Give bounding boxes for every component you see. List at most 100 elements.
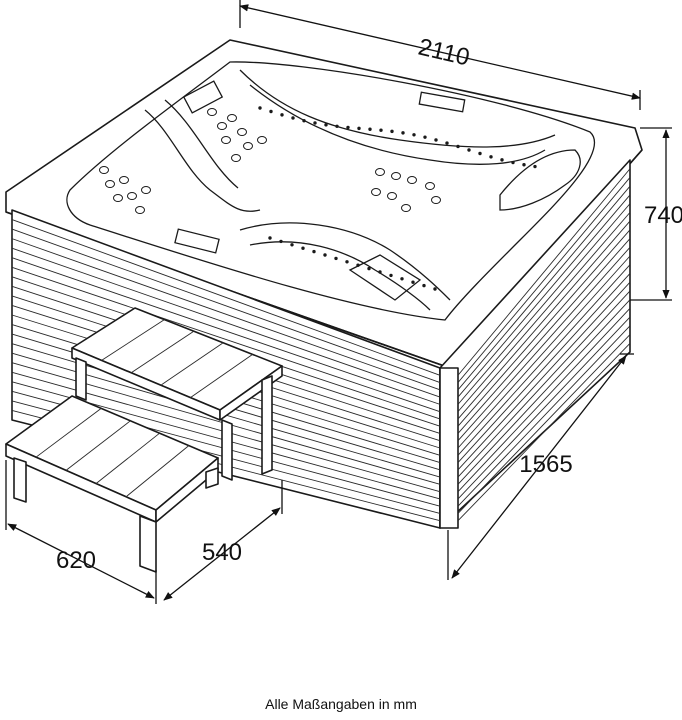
air-jet-dot — [433, 287, 437, 291]
air-jet-dot — [456, 144, 460, 149]
air-jet-dot — [280, 113, 284, 117]
air-jet-dot — [478, 151, 482, 156]
air-jet-dot — [445, 141, 449, 145]
jet-nozzle — [237, 128, 247, 136]
air-jet-dot — [368, 127, 372, 131]
upper-leg-front-left — [75, 357, 87, 401]
front-slat-line — [11, 257, 441, 405]
air-jet-dot — [291, 116, 295, 120]
depth-dimension-line — [451, 355, 627, 579]
air-jet-dot — [258, 106, 262, 110]
upper-leg-back-right — [261, 375, 273, 475]
air-jet-dot — [400, 277, 404, 281]
air-jet-dot — [345, 260, 349, 264]
front-slat-line — [11, 228, 441, 383]
air-jet-dot — [401, 131, 405, 135]
units-note: Alle Maßangaben in mm — [265, 696, 417, 712]
air-jet-dot — [511, 160, 515, 165]
basin-outline — [66, 61, 596, 321]
front-slat-line — [11, 219, 441, 376]
jet-nozzle — [217, 122, 227, 130]
jet-nozzle — [231, 154, 241, 162]
air-jet-dot — [412, 133, 416, 137]
jet-nozzle — [391, 172, 401, 180]
headrest-pillow — [182, 80, 224, 114]
air-jet-dot — [434, 138, 438, 142]
air-jet-dot — [279, 239, 283, 244]
headrest-right — [499, 149, 581, 211]
height-label: 740 — [644, 202, 682, 229]
step-depth-dimension-line — [163, 507, 281, 601]
depth-label: 1565 — [519, 451, 572, 478]
air-jet-dot — [467, 148, 471, 152]
seat-contour-left — [144, 109, 261, 212]
air-jet-dot — [378, 270, 382, 274]
side-slat-line — [457, 168, 631, 376]
air-jet-dot — [290, 243, 294, 247]
air-jet-dot — [390, 129, 394, 134]
control-panel-front — [174, 228, 220, 254]
front-slat-line — [11, 238, 441, 391]
air-jet-dot — [334, 256, 338, 261]
air-jet-dot — [268, 236, 272, 240]
jet-nozzle — [375, 168, 385, 176]
air-jet-dot — [389, 273, 393, 278]
length-label: 2110 — [416, 34, 472, 72]
jet-nozzle — [141, 186, 151, 194]
air-jet-dot — [411, 280, 415, 284]
lower-step-slat — [65, 420, 131, 471]
air-jet-dot — [357, 126, 361, 131]
upper-step-slat — [160, 342, 224, 386]
air-jet-dot — [356, 263, 360, 267]
front-slat-line — [11, 247, 441, 398]
jet-nozzle — [119, 176, 129, 184]
air-jet-dot — [346, 125, 350, 130]
jet-nozzle — [243, 142, 253, 150]
jet-nozzle — [371, 188, 381, 196]
length-dimension-line — [239, 4, 641, 100]
step-width-dimension-line — [7, 523, 155, 599]
air-jet-dot — [489, 155, 493, 159]
tub-corner-post — [439, 367, 459, 529]
air-jet-dot — [313, 121, 317, 125]
jet-nozzle — [207, 108, 217, 116]
air-jet-dot — [301, 246, 305, 250]
front-seat-contour — [239, 222, 451, 301]
jet-nozzle — [425, 182, 435, 190]
lower-leg-back — [205, 467, 219, 489]
jet-nozzle — [221, 136, 231, 144]
jet-nozzle — [127, 192, 137, 200]
jet-nozzle — [431, 196, 441, 204]
air-jet-dot — [522, 163, 526, 167]
air-jet-dot — [335, 124, 339, 128]
lower-step-slat — [125, 445, 190, 498]
air-jet-dot — [533, 164, 537, 169]
air-jet-dot — [312, 249, 316, 254]
upper-step-slat — [101, 319, 165, 361]
jet-nozzle — [113, 194, 123, 202]
jet-nozzle — [105, 180, 115, 188]
dimension-lines — [5, 0, 672, 604]
upper-leg-mid — [221, 419, 233, 481]
upper-step-slat — [190, 354, 253, 398]
air-jet-dot — [367, 266, 371, 271]
jet-nozzle — [257, 136, 267, 144]
air-jet-dot — [379, 128, 383, 132]
air-jet-dot — [269, 109, 273, 114]
basin-step-pad — [348, 254, 422, 301]
jet-nozzle — [135, 206, 145, 214]
jet-nozzle — [99, 166, 109, 174]
jet-nozzle — [387, 192, 397, 200]
step-stool-slats — [35, 319, 253, 498]
step-width-label: 620 — [56, 547, 96, 574]
jet-nozzle — [227, 114, 237, 122]
lower-step-slat — [95, 432, 160, 484]
step-depth-label: 540 — [202, 539, 242, 566]
side-slat-line — [457, 177, 631, 383]
lounger-contour — [239, 69, 556, 148]
upper-step-slat — [130, 330, 195, 374]
jet-nozzle — [407, 176, 417, 184]
lower-leg-front-right — [139, 515, 157, 573]
jet-nozzle — [401, 204, 411, 212]
